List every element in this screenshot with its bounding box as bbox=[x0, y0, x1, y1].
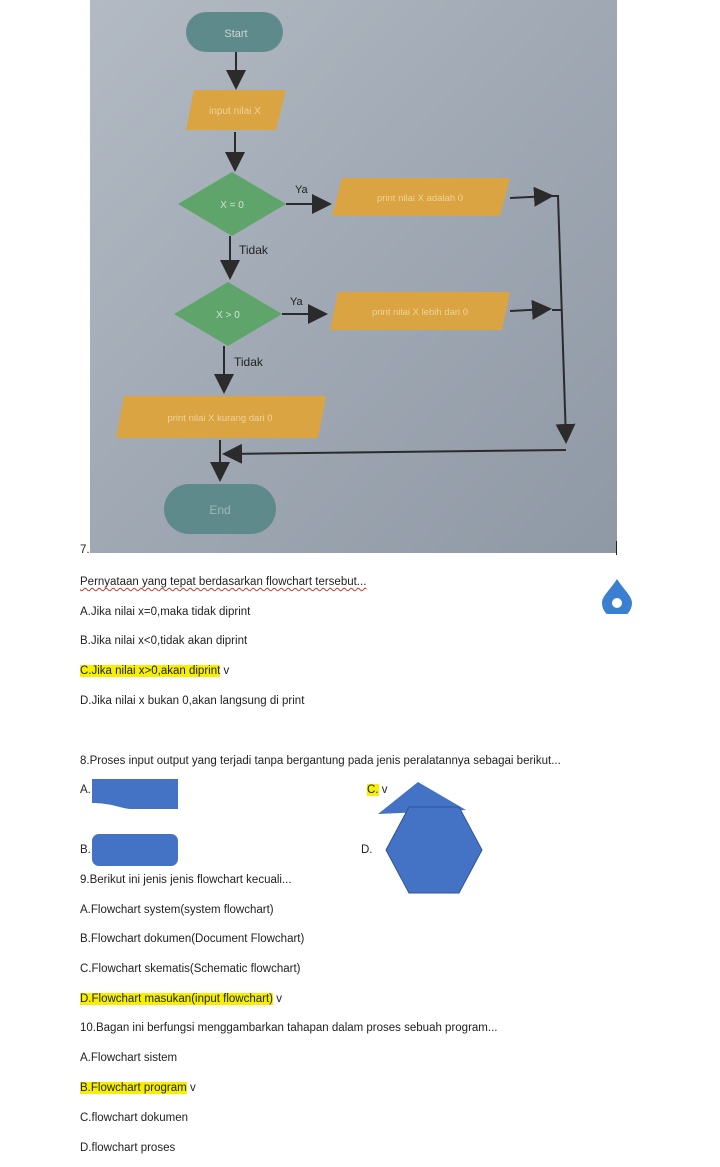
decision2-label: X > 0 bbox=[216, 310, 240, 321]
q8-question-text: 8.Proses input output yang terjadi tanpa… bbox=[80, 755, 561, 767]
print2-label: print nilai X lebih dari 0 bbox=[372, 307, 468, 318]
yes1-label: Ya bbox=[295, 184, 309, 196]
no1-label: Tidak bbox=[239, 243, 269, 257]
q8-option-a: A. bbox=[80, 784, 91, 796]
arrow bbox=[509, 186, 554, 207]
q9-option-b-text: B.Flowchart dokumen(Document Flowchart) bbox=[80, 933, 305, 945]
answer-mark: v bbox=[276, 993, 282, 1005]
q9-question-text: 9.Berikut ini jenis jenis flowchart kecu… bbox=[80, 874, 292, 886]
input-label: input nilai X bbox=[209, 106, 261, 117]
q9-option-c-text: C.Flowchart skematis(Schematic flowchart… bbox=[80, 963, 301, 975]
q8-option-b: B. bbox=[80, 844, 91, 856]
document-shape bbox=[92, 779, 178, 809]
q10-option-a: A.Flowchart sistem bbox=[80, 1051, 177, 1065]
question-number: 7. bbox=[80, 544, 90, 556]
end-label: End bbox=[209, 503, 230, 517]
q8-option-c: C. v bbox=[367, 783, 387, 797]
q7-option-b-text: B.Jika nilai x<0,tidak akan diprint bbox=[80, 635, 248, 647]
arrow bbox=[222, 443, 567, 464]
q8-option-d: D. bbox=[361, 844, 373, 856]
hexagon-shape bbox=[385, 806, 483, 894]
flowchart-photo: Start input nilai X X = 0 Ya print nilai… bbox=[90, 0, 617, 553]
q7-option-b: B.Jika nilai x<0,tidak akan diprint bbox=[80, 634, 247, 648]
q9-option-a: A.Flowchart system(system flowchart) bbox=[80, 903, 274, 917]
q7-option-a: A.Jika nilai x=0,maka tidak diprint bbox=[80, 605, 250, 619]
q7-option-c-text: C.Jika nilai x>0,akan diprint bbox=[80, 665, 221, 677]
q10-option-b-text: B.Flowchart program bbox=[80, 1082, 187, 1094]
input-parallelogram bbox=[186, 90, 286, 130]
water-drop-icon[interactable] bbox=[600, 578, 634, 614]
q7-option-c: C.Jika nilai x>0,akan diprint v bbox=[80, 664, 229, 678]
answer-mark: v bbox=[223, 665, 230, 677]
print3-parallelogram bbox=[116, 396, 326, 438]
q9-option-d-text: D.Flowchart masukan(input flowchart) bbox=[80, 993, 274, 1005]
q9-question: 9.Berikut ini jenis jenis flowchart kecu… bbox=[80, 873, 292, 887]
no2-label: Tidak bbox=[234, 355, 264, 369]
q9-option-a-text: A.Flowchart system(system flowchart) bbox=[80, 904, 274, 916]
q10-option-b: B.Flowchart program v bbox=[80, 1081, 196, 1095]
decision1-diamond bbox=[178, 172, 286, 236]
q10-option-d: D.flowchart proses bbox=[80, 1141, 175, 1155]
q10-option-a-text: A.Flowchart sistem bbox=[80, 1052, 178, 1064]
connector-line bbox=[552, 195, 576, 444]
q7-question-text: Pernyataan yang tepat berdasarkan flowch… bbox=[80, 576, 367, 588]
q7-option-d-text: D.Jika nilai x bukan 0,akan langsung di … bbox=[80, 695, 305, 707]
print2-parallelogram bbox=[330, 292, 510, 330]
q10-question: 10.Bagan ini berfungsi menggambarkan tah… bbox=[80, 1021, 497, 1035]
arrow bbox=[509, 299, 552, 320]
end-terminal bbox=[164, 484, 276, 534]
q10-option-c: C.flowchart dokumen bbox=[80, 1111, 188, 1125]
q7-question: Pernyataan yang tepat berdasarkan flowch… bbox=[80, 575, 366, 589]
start-label: Start bbox=[224, 28, 247, 40]
answer-mark: v bbox=[381, 784, 388, 796]
yes2-label: Ya bbox=[290, 296, 304, 308]
q7-option-d: D.Jika nilai x bukan 0,akan langsung di … bbox=[80, 694, 304, 708]
q8-option-c-text: C. bbox=[367, 784, 379, 796]
print1-label: print nilai X adalah 0 bbox=[377, 193, 463, 204]
q8-question: 8.Proses input output yang terjadi tanpa… bbox=[80, 754, 561, 768]
print1-parallelogram bbox=[332, 178, 510, 216]
decision2-diamond bbox=[174, 282, 282, 346]
q7-option-a-text: A.Jika nilai x=0,maka tidak diprint bbox=[80, 606, 251, 618]
text-cursor bbox=[616, 541, 617, 555]
triangle-shape bbox=[378, 782, 466, 814]
q10-option-c-text: C.flowchart dokumen bbox=[80, 1112, 189, 1124]
start-terminal bbox=[186, 12, 283, 52]
q9-option-c: C.Flowchart skematis(Schematic flowchart… bbox=[80, 962, 300, 976]
q9-option-b: B.Flowchart dokumen(Document Flowchart) bbox=[80, 932, 304, 946]
q10-question-text: 10.Bagan ini berfungsi menggambarkan tah… bbox=[80, 1022, 498, 1034]
q10-option-d-text: D.flowchart proses bbox=[80, 1142, 176, 1154]
answer-mark: v bbox=[189, 1082, 196, 1094]
print3-label: print nilai X kurang dari 0 bbox=[167, 413, 272, 424]
q9-option-d: D.Flowchart masukan(input flowchart) v bbox=[80, 992, 282, 1006]
decision1-label: X = 0 bbox=[220, 200, 244, 211]
flowchart-diagram: Start input nilai X X = 0 Ya print nilai… bbox=[90, 0, 617, 553]
rounded-rectangle-shape bbox=[92, 834, 178, 866]
